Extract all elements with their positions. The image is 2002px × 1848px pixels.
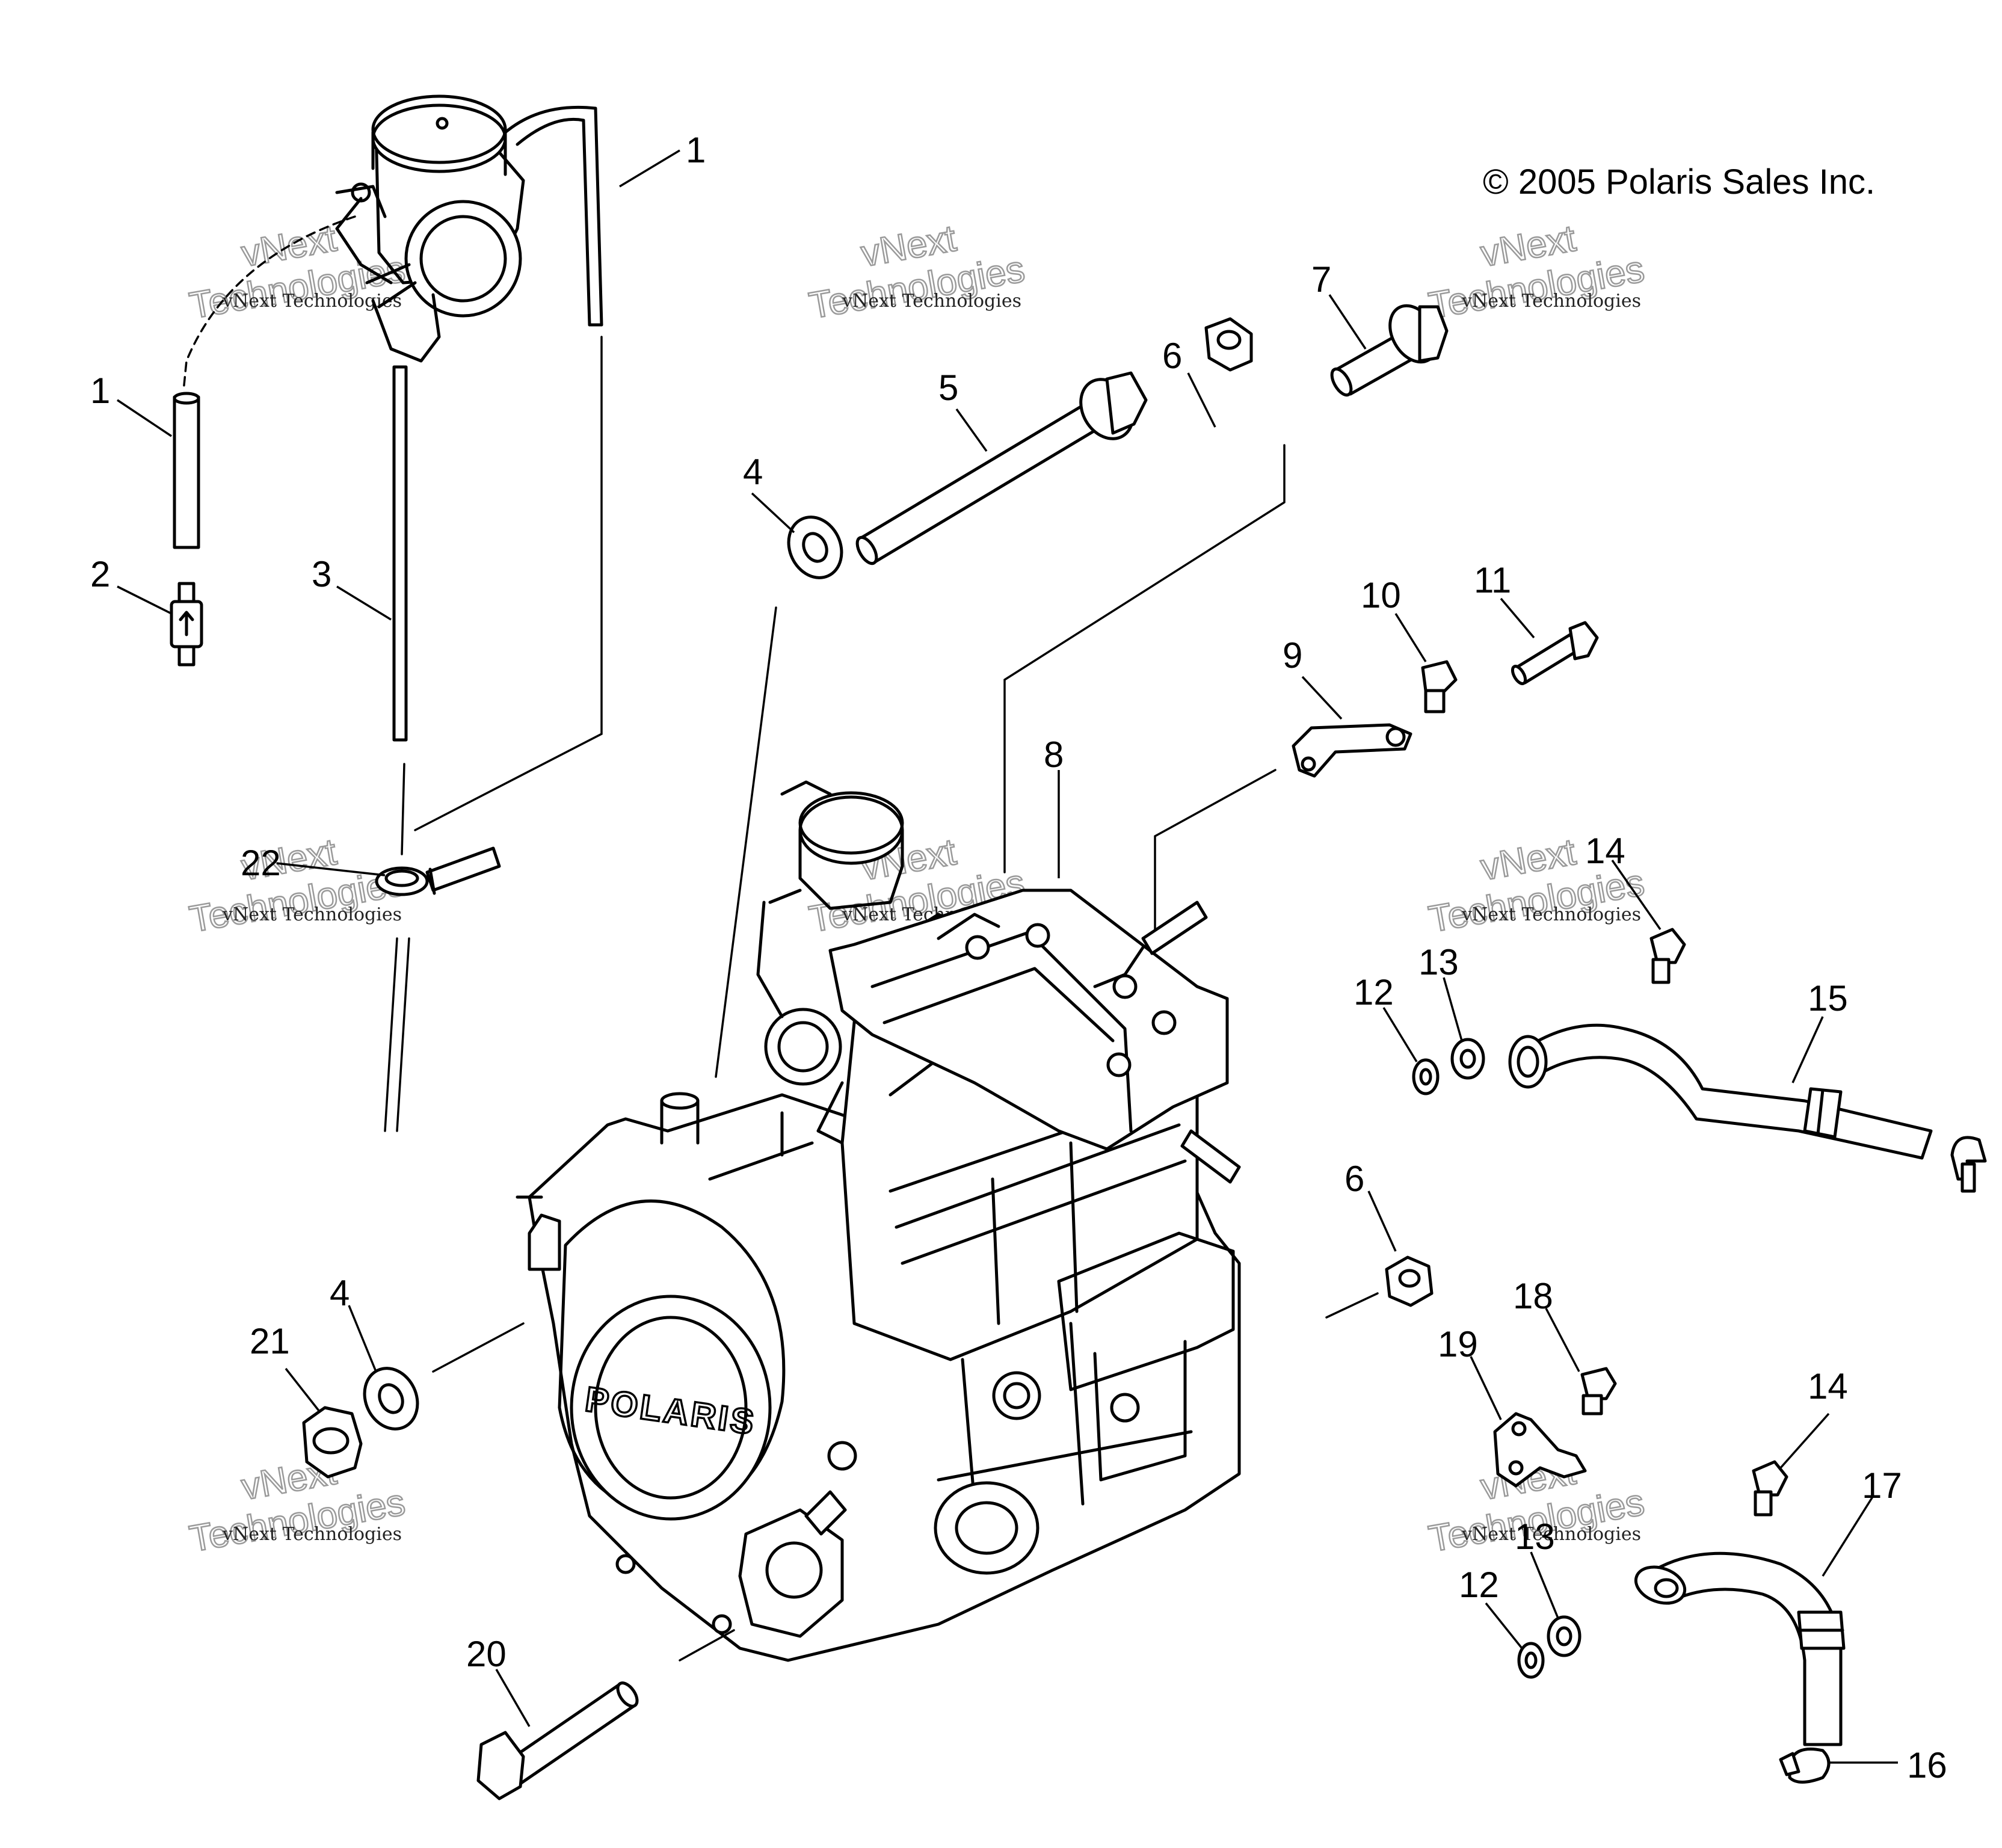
callout-14-bottom: 14 — [1808, 1366, 1848, 1406]
copyright-text: © 2005 Polaris Sales Inc. — [1483, 162, 1875, 202]
callout-19: 19 — [1438, 1324, 1478, 1364]
watermark-7: vNext Technologies vNext Technologies — [186, 1450, 409, 1560]
callout-4-bottom: 4 — [330, 1273, 350, 1313]
item-1-vent-hose — [504, 105, 603, 327]
item-6-nut-top — [1204, 317, 1253, 372]
callout-1-top: 1 — [686, 130, 706, 170]
callout-2: 2 — [90, 554, 110, 594]
callout-labels: 1 1 2 3 4 5 6 7 8 9 10 11 14 12 13 15 22… — [90, 130, 1947, 1785]
alignment-line-4 — [715, 606, 777, 1078]
item-13-washer-top — [1450, 1038, 1485, 1080]
item-14-screw-top — [1649, 928, 1686, 984]
callout-11: 11 — [1474, 560, 1511, 600]
alignment-line-6b — [1325, 1292, 1379, 1319]
item-4-washer-top — [787, 516, 843, 579]
item-9-bracket — [1154, 723, 1412, 940]
callout-7: 7 — [1311, 259, 1331, 300]
callout-1-left: 1 — [90, 371, 110, 411]
callout-12-bottom: 12 — [1459, 1565, 1499, 1605]
item-1-fuel-hose — [173, 392, 200, 549]
callout-15: 15 — [1808, 978, 1848, 1018]
engine-assembly: POLARIS — [516, 780, 1241, 1662]
item-22-clamp — [375, 846, 501, 896]
alignment-line-4b — [432, 1322, 525, 1373]
item-19-bracket — [1493, 1412, 1587, 1488]
callout-13-top: 13 — [1418, 942, 1459, 982]
item-15-coolant-hose — [1508, 1023, 1933, 1160]
item-21-nut — [302, 1406, 363, 1479]
callout-6-bottom: 6 — [1344, 1159, 1364, 1199]
watermark-small: vNext Technologies — [842, 291, 1021, 312]
callout-5: 5 — [938, 368, 958, 408]
item-17-coolant-hose — [1634, 1551, 1846, 1746]
callout-17: 17 — [1862, 1465, 1902, 1506]
carburetor-top — [335, 94, 525, 363]
item-3-vent-line — [384, 336, 603, 1132]
callout-3: 3 — [312, 554, 331, 594]
callout-13-bottom: 13 — [1515, 1517, 1555, 1557]
callout-20: 20 — [466, 1634, 507, 1674]
watermark-small: vNext Technologies — [1461, 904, 1641, 925]
item-20-bolt — [476, 1681, 639, 1800]
callout-18: 18 — [1513, 1276, 1553, 1316]
callout-8: 8 — [1044, 735, 1064, 775]
callout-16: 16 — [1907, 1745, 1947, 1785]
watermark-small: vNext Technologies — [222, 904, 402, 925]
item-10-bolt — [1421, 660, 1458, 713]
item-11-bolt — [1511, 621, 1599, 685]
item-13-washer-bottom — [1547, 1615, 1582, 1657]
item-16-clamp-bottom — [1779, 1748, 1831, 1784]
item-5-long-bolt — [855, 371, 1148, 565]
alignment-line-7 — [1003, 444, 1286, 873]
item-12-washer-top — [1412, 1058, 1440, 1095]
callout-9: 9 — [1283, 635, 1302, 676]
item-7-bolt — [1330, 304, 1449, 397]
callout-4-top: 4 — [743, 452, 763, 492]
item-18-bolt — [1580, 1367, 1617, 1415]
callout-10: 10 — [1361, 575, 1401, 615]
item-12-washer-bottom — [1517, 1642, 1545, 1679]
item-16-clamp-right — [1950, 1136, 1987, 1193]
watermark-small: vNext Technologies — [222, 1524, 402, 1545]
polaris-cover — [570, 1295, 772, 1521]
watermark-small: vNext Technologies — [1461, 1524, 1641, 1545]
item-6-nut-bottom — [1385, 1255, 1434, 1307]
leader-lines — [117, 149, 1898, 1764]
watermark-small: vNext Technologies — [1461, 291, 1641, 312]
item-2-fuel-filter — [170, 582, 203, 667]
callout-14-top: 14 — [1585, 831, 1625, 871]
watermark-4: vNext Technologies vNext Technologies — [186, 830, 409, 941]
callout-21: 21 — [250, 1321, 290, 1361]
watermark-2: vNext Technologies vNext Technologies — [805, 217, 1029, 327]
callout-6-top: 6 — [1162, 336, 1182, 376]
item-4-washer-bottom — [363, 1367, 419, 1431]
watermark-3: vNext Technologies vNext Technologies — [1425, 217, 1648, 327]
alignment-line-20 — [679, 1629, 735, 1662]
item-14-screw-bottom — [1752, 1460, 1788, 1517]
callout-22: 22 — [241, 843, 281, 883]
fuel-line-dashed — [182, 215, 356, 392]
callout-12-top: 12 — [1354, 972, 1394, 1012]
